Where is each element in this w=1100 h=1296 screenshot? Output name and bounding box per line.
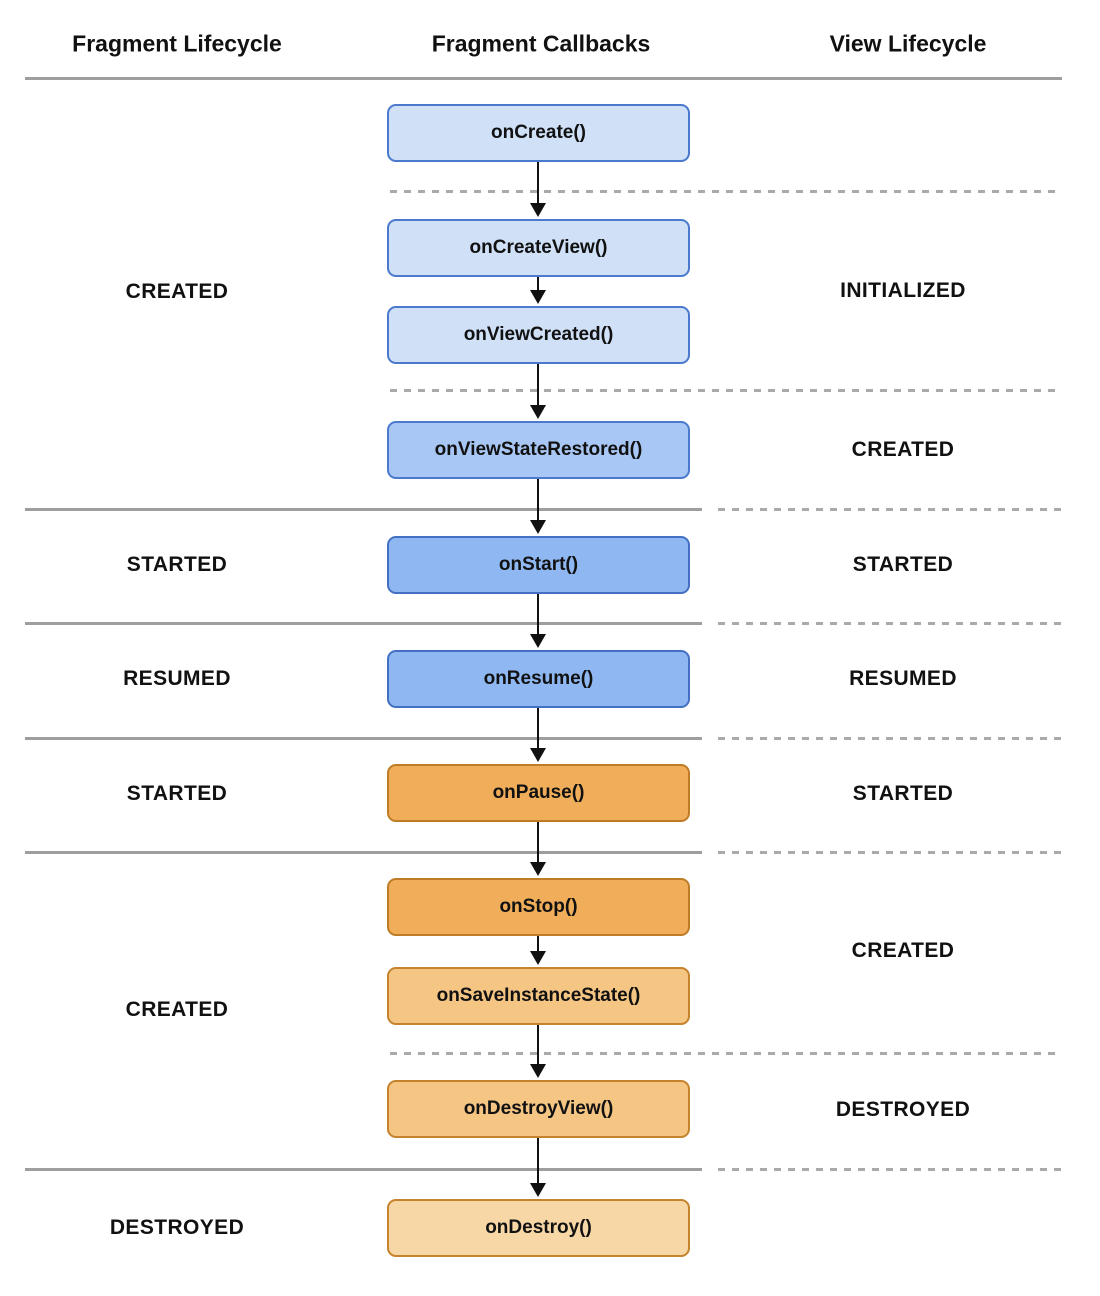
- fragment-state-label: DESTROYED: [109, 1216, 245, 1239]
- state-separator-solid: [25, 622, 702, 625]
- callback-label: onViewCreated(): [463, 324, 614, 345]
- arrow-line: [537, 708, 539, 752]
- arrow-line: [537, 594, 539, 638]
- callback-box: onPause(): [387, 764, 690, 822]
- arrow-line: [537, 479, 539, 524]
- view-state-label: CREATED: [851, 939, 955, 962]
- column-header: Fragment Lifecycle: [72, 30, 282, 57]
- state-separator-solid: [25, 1168, 702, 1171]
- callback-box: onViewStateRestored(): [387, 421, 690, 479]
- state-separator-dashed: [390, 389, 1062, 392]
- state-separator-dashed: [390, 190, 1062, 193]
- arrow-down-icon: [530, 203, 546, 217]
- view-state-label: CREATED: [851, 438, 955, 461]
- arrow-line: [537, 364, 539, 409]
- state-separator-solid: [25, 737, 702, 740]
- column-header: View Lifecycle: [829, 30, 987, 57]
- callback-label: onDestroy(): [485, 1217, 592, 1238]
- callback-box: onSaveInstanceState(): [387, 967, 690, 1025]
- arrow-line: [537, 277, 539, 294]
- fragment-state-label: CREATED: [125, 280, 229, 303]
- arrow-line: [537, 936, 539, 955]
- arrow-down-icon: [530, 1064, 546, 1078]
- view-state-label: STARTED: [852, 553, 954, 576]
- column-header: Fragment Callbacks: [431, 30, 651, 57]
- callback-label: onStop(): [499, 896, 578, 917]
- arrow-line: [537, 1025, 539, 1068]
- view-state-label: INITIALIZED: [840, 279, 966, 302]
- state-separator-dashed: [718, 1168, 1062, 1171]
- callback-box: onViewCreated(): [387, 306, 690, 364]
- callback-label: onStart(): [498, 554, 579, 575]
- callback-box: onDestroyView(): [387, 1080, 690, 1138]
- arrow-down-icon: [530, 748, 546, 762]
- arrow-down-icon: [530, 290, 546, 304]
- arrow-down-icon: [530, 634, 546, 648]
- callback-label: onCreate(): [490, 122, 586, 143]
- state-separator-dashed: [718, 737, 1062, 740]
- state-separator-solid: [25, 508, 702, 511]
- fragment-state-label: STARTED: [126, 553, 228, 576]
- arrow-line: [537, 1138, 539, 1187]
- header-rule: [25, 77, 1062, 80]
- view-state-label: STARTED: [852, 782, 954, 805]
- state-separator-dashed: [390, 1052, 1062, 1055]
- fragment-state-label: CREATED: [125, 998, 229, 1021]
- callback-label: onSaveInstanceState(): [436, 985, 641, 1006]
- arrow-down-icon: [530, 1183, 546, 1197]
- callback-label: onResume(): [483, 668, 594, 689]
- callback-label: onPause(): [492, 782, 585, 803]
- view-state-label: RESUMED: [849, 667, 957, 690]
- callback-label: onViewStateRestored(): [434, 439, 643, 460]
- callback-label: onDestroyView(): [463, 1098, 614, 1119]
- arrow-line: [537, 822, 539, 866]
- callback-box: onDestroy(): [387, 1199, 690, 1257]
- callback-box: onStop(): [387, 878, 690, 936]
- arrow-down-icon: [530, 862, 546, 876]
- arrow-down-icon: [530, 405, 546, 419]
- state-separator-solid: [25, 851, 702, 854]
- fragment-state-label: RESUMED: [123, 667, 231, 690]
- arrow-line: [537, 162, 539, 207]
- fragment-state-label: STARTED: [126, 782, 228, 805]
- arrow-down-icon: [530, 520, 546, 534]
- callback-box: onCreateView(): [387, 219, 690, 277]
- state-separator-dashed: [718, 851, 1062, 854]
- callback-label: onCreateView(): [469, 237, 608, 258]
- callback-box: onResume(): [387, 650, 690, 708]
- state-separator-dashed: [718, 508, 1062, 511]
- callback-box: onCreate(): [387, 104, 690, 162]
- state-separator-dashed: [718, 622, 1062, 625]
- arrow-down-icon: [530, 951, 546, 965]
- view-state-label: DESTROYED: [835, 1098, 971, 1121]
- callback-box: onStart(): [387, 536, 690, 594]
